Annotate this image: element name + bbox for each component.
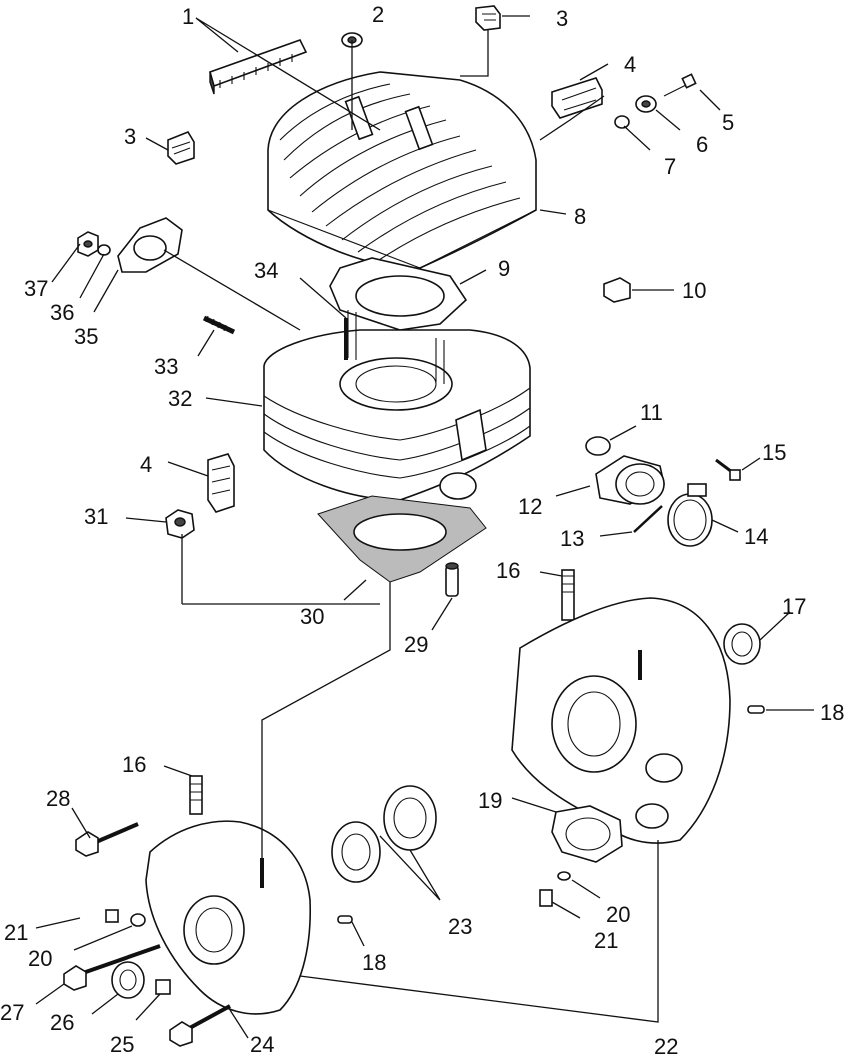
callout-11: 11 — [640, 400, 663, 425]
part-11-o-ring — [585, 436, 611, 456]
callout-37: 37 — [24, 276, 48, 301]
callout-4: 4 — [624, 52, 636, 77]
callout-14: 14 — [744, 524, 768, 549]
part-18-dowel-left — [337, 915, 353, 924]
part-13-screw — [633, 505, 663, 533]
part-12-intake-adapter — [595, 455, 665, 505]
callout-17: 17 — [782, 594, 806, 619]
part-10-block — [603, 277, 631, 303]
callout-2: 2 — [372, 2, 384, 27]
callout-27: 27 — [0, 1000, 24, 1025]
part-15-screw — [715, 458, 741, 481]
part-14-clamp — [667, 483, 713, 547]
part-6-nut — [635, 95, 657, 113]
part-1-fin-clip — [209, 39, 308, 95]
callout-12: 12 — [518, 494, 542, 519]
callout-9: 9 — [498, 256, 510, 281]
part-7-washer — [614, 115, 630, 129]
callout-21: 21 — [594, 928, 618, 953]
callout-21: 21 — [4, 920, 28, 945]
callout-1: 1 — [182, 4, 194, 29]
callout-25: 25 — [110, 1032, 134, 1056]
callout-3: 3 — [556, 6, 568, 31]
part-17-seal — [723, 623, 761, 665]
part-36-washer — [97, 244, 111, 256]
part-28-bolt — [75, 822, 139, 857]
callout-20: 20 — [28, 946, 52, 971]
part-21-screw-left — [105, 909, 119, 923]
part-cylinder-exhaust-port — [439, 472, 477, 500]
callout-36: 36 — [50, 300, 74, 325]
part-22-crankcase-left — [145, 820, 312, 1015]
callout-13: 13 — [560, 526, 584, 551]
part-27-bolt — [63, 944, 161, 991]
callout-10: 10 — [682, 278, 706, 303]
callout-23: 23 — [448, 914, 472, 939]
callout-22: 22 — [654, 1034, 678, 1056]
part-16-stud-upper — [561, 569, 575, 621]
part-3-block-top — [475, 5, 501, 31]
part-26-seal — [111, 961, 145, 999]
callout-28: 28 — [46, 786, 70, 811]
callout-19: 19 — [478, 788, 502, 813]
callout-34: 34 — [254, 258, 278, 283]
part-21-screw-right — [539, 889, 553, 907]
part-32-cylinder — [263, 310, 531, 501]
callout-29: 29 — [404, 632, 428, 657]
callout-32: 32 — [168, 386, 192, 411]
part-8-cylinder-head — [267, 71, 537, 269]
callout-15: 15 — [762, 440, 786, 465]
part-4-fin-clip-upper — [551, 77, 603, 119]
callout-26: 26 — [50, 1010, 74, 1035]
callout-3: 3 — [124, 124, 136, 149]
part-23-bearings — [331, 785, 437, 883]
part-4-fin-clip-lower — [207, 453, 235, 513]
part-30-base-gasket — [317, 495, 487, 583]
part-33-stud — [202, 315, 236, 335]
callout-8: 8 — [574, 204, 586, 229]
callout-18: 18 — [362, 950, 386, 975]
callout-30: 30 — [300, 604, 324, 629]
part-31-nut — [165, 509, 195, 539]
part-18-dowel-right — [747, 705, 765, 714]
part-3-block-left — [167, 131, 195, 165]
callout-7: 7 — [664, 154, 676, 179]
callout-24: 24 — [250, 1032, 274, 1056]
callout-4: 4 — [140, 452, 152, 477]
part-22-crankcase-right — [511, 597, 731, 844]
callout-31: 31 — [84, 504, 108, 529]
part-20-washer-left — [130, 913, 146, 927]
leader-lines — [35, 15, 814, 1039]
part-24-bolt — [169, 1004, 231, 1047]
part-29-stud — [445, 562, 459, 597]
part-37-nut — [77, 231, 99, 257]
part-25-plug — [155, 979, 171, 995]
part-19-cover-plate — [551, 805, 623, 863]
callout-16: 16 — [496, 558, 520, 583]
part-9-head-gasket — [329, 257, 468, 331]
callout-35: 35 — [74, 324, 98, 349]
callout-33: 33 — [154, 354, 178, 379]
part-35-manifold-gasket — [117, 217, 183, 273]
callout-16: 16 — [122, 752, 146, 777]
callout-5: 5 — [722, 110, 734, 135]
callout-18: 18 — [820, 700, 844, 725]
part-20-washer-right — [557, 871, 571, 881]
part-5-bolt — [663, 73, 697, 97]
part-16-stud-lower — [189, 775, 203, 815]
callout-20: 20 — [606, 902, 630, 927]
callout-6: 6 — [696, 132, 708, 157]
